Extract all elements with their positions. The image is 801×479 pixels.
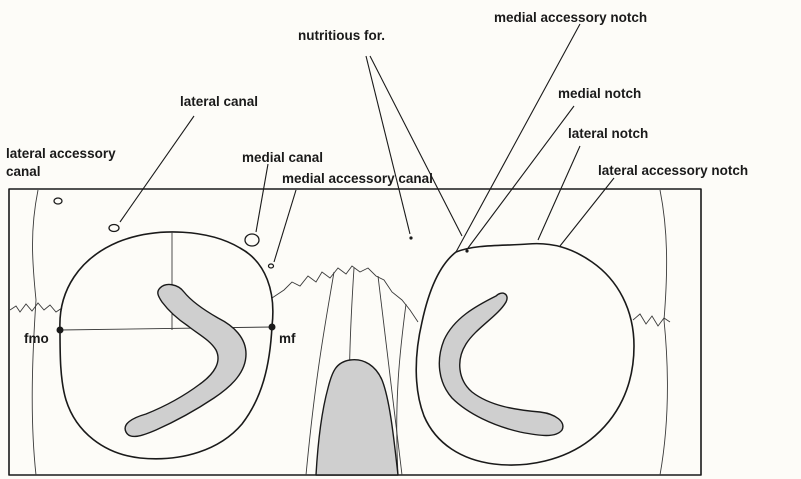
label-medial-accessory-canal: medial accessory canal bbox=[282, 171, 433, 186]
label-lateral-accessory-canal-2: canal bbox=[6, 164, 41, 179]
lateral-accessory-canal-opening bbox=[54, 198, 62, 204]
label-lateral-accessory-notch: lateral accessory notch bbox=[598, 163, 748, 178]
nutritious-foramen-dot bbox=[409, 236, 412, 239]
label-lateral-canal: lateral canal bbox=[180, 94, 258, 109]
label-fmo: fmo bbox=[24, 331, 49, 346]
label-lateral-accessory-canal-1: lateral accessory bbox=[6, 146, 116, 161]
label-nutritious-for: nutritious for. bbox=[298, 28, 385, 43]
label-medial-notch: medial notch bbox=[558, 86, 641, 101]
label-lateral-notch: lateral notch bbox=[568, 126, 648, 141]
leader-medial-canal bbox=[256, 164, 268, 232]
leader-lateral-notch bbox=[538, 146, 580, 240]
leader-medial-notch bbox=[468, 106, 574, 248]
leader-nutritious-for-a bbox=[366, 56, 410, 234]
septum-line-far-right bbox=[397, 304, 406, 475]
right-bone-margin bbox=[660, 190, 667, 475]
central-shaded-area bbox=[316, 360, 398, 475]
medial-accessory-notch-dot bbox=[465, 249, 468, 252]
fmo-point bbox=[57, 327, 64, 334]
left-horizontal-axis bbox=[60, 327, 272, 330]
mf-point bbox=[269, 324, 276, 331]
label-medial-accessory-notch: medial accessory notch bbox=[494, 10, 647, 25]
leader-medial-accessory-canal bbox=[274, 190, 296, 262]
lateral-canal-opening bbox=[109, 225, 119, 232]
medial-canal-opening bbox=[245, 234, 259, 246]
leader-nutritious-for-b bbox=[370, 56, 462, 236]
central-septum-outline bbox=[272, 266, 418, 322]
right-shaded-crescent bbox=[439, 293, 563, 435]
medial-accessory-canal-opening bbox=[269, 264, 274, 268]
leader-lateral-canal bbox=[120, 116, 194, 222]
label-mf: mf bbox=[279, 331, 296, 346]
leader-medial-accessory-notch bbox=[456, 24, 580, 252]
label-medial-canal: medial canal bbox=[242, 150, 323, 165]
left-shaded-crescent bbox=[125, 285, 246, 437]
